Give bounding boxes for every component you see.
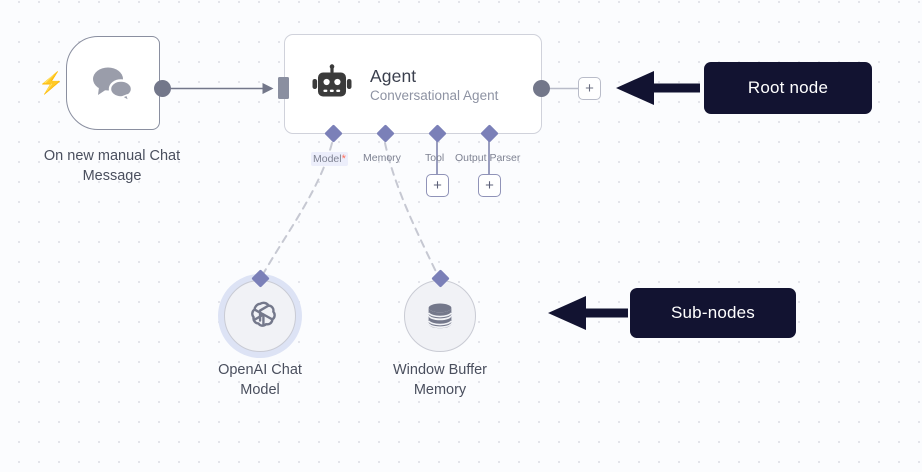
connector-label-memory: Memory <box>363 152 401 164</box>
database-icon <box>428 303 452 329</box>
annotation-arrow-root-node <box>616 71 700 105</box>
connector-label-tool: Tool <box>425 152 445 164</box>
node-caption-openai-chat-model: OpenAI Chat Model <box>218 362 302 398</box>
agent-title: Agent <box>370 65 417 86</box>
node-caption-window-buffer-memory: Window Buffer Memory <box>392 362 488 398</box>
robot-icon <box>312 64 352 97</box>
add-node-button-output-parser[interactable]: + <box>478 174 501 197</box>
agent-text-block: Agent Conversational Agent <box>370 66 498 103</box>
agent-output-port[interactable] <box>533 80 550 97</box>
add-node-button-tool[interactable]: + <box>426 174 449 197</box>
node-agent[interactable]: Agent Conversational Agent <box>284 34 542 134</box>
lightning-bolt-icon: ⚡ <box>38 72 65 95</box>
annotation-arrow-sub-nodes <box>548 296 628 330</box>
connector-label-model-text: Model <box>313 153 342 165</box>
openai-logo-icon <box>251 301 276 327</box>
node-caption-trigger: On new manual Chat Message <box>43 148 181 184</box>
node-trigger-on-new-manual-chat-message[interactable] <box>66 36 160 130</box>
connector-label-output-parser: Output Parser <box>455 152 521 164</box>
annotation-sub-nodes: Sub-nodes <box>630 288 796 338</box>
chat-bubbles-icon <box>93 67 134 103</box>
connector-label-model: Model* <box>311 152 348 166</box>
node-window-buffer-memory[interactable] <box>404 280 476 352</box>
required-asterisk-model: * <box>341 153 346 165</box>
agent-subtitle: Conversational Agent <box>370 87 499 103</box>
agent-input-port[interactable] <box>278 77 289 99</box>
trigger-output-port[interactable] <box>154 80 171 97</box>
annotation-root-node: Root node <box>704 62 872 114</box>
node-openai-chat-model[interactable] <box>224 280 296 352</box>
add-node-button-root[interactable]: + <box>578 77 601 100</box>
